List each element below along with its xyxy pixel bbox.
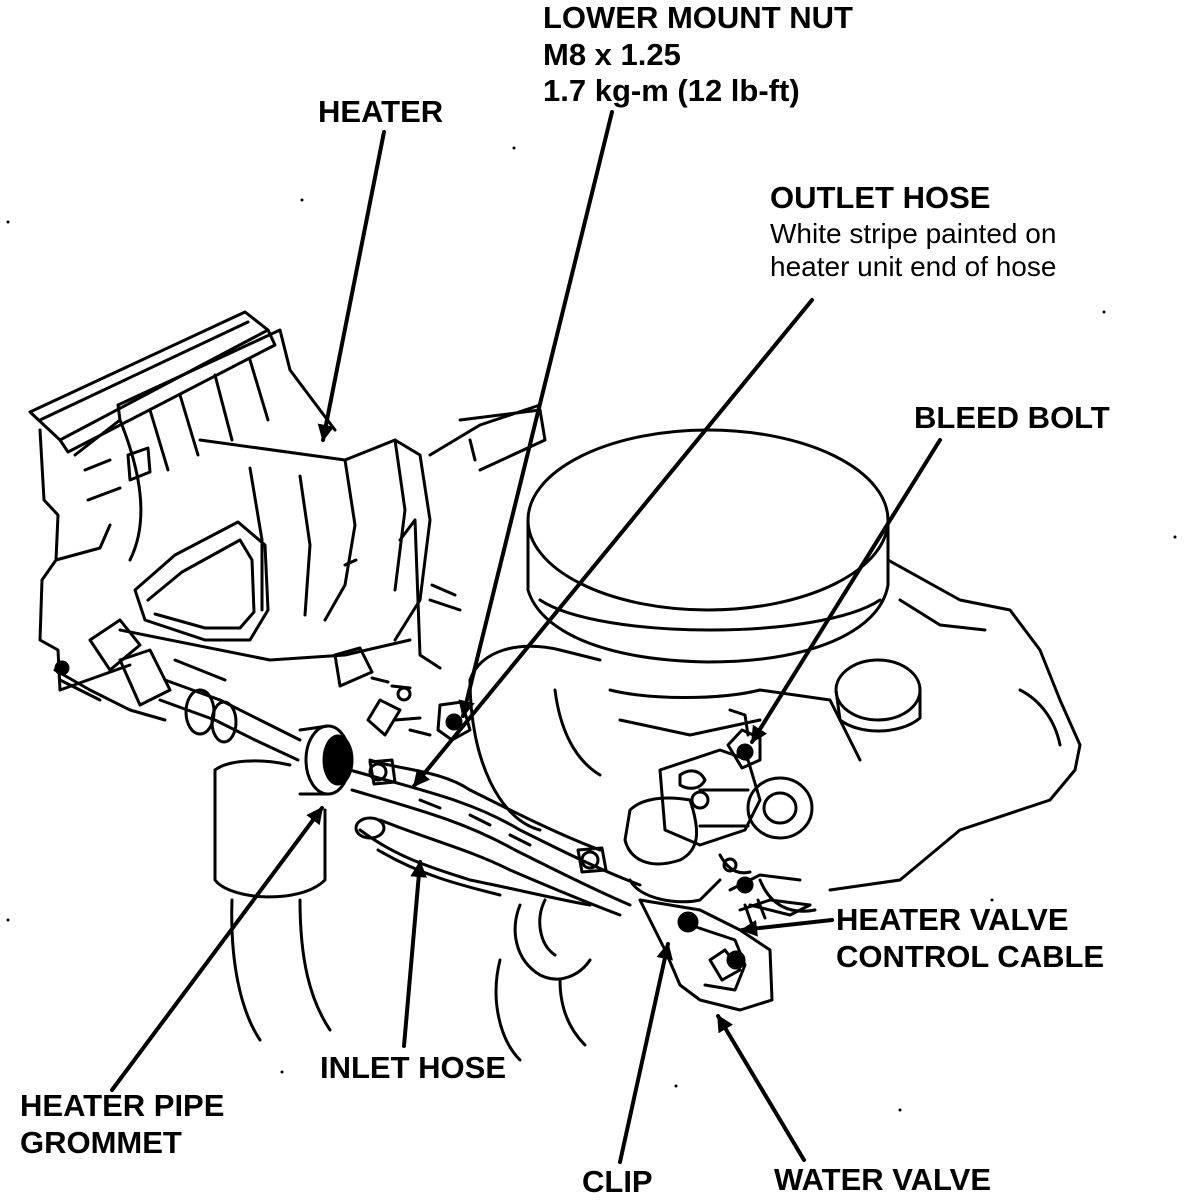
leader-clip: [618, 942, 673, 1164]
heater-title: HEATER: [318, 94, 444, 129]
heater-hoses: [53, 618, 812, 1062]
inlet-hose-title: INLET HOSE: [320, 1050, 507, 1085]
leader-water-valve: [716, 1014, 806, 1162]
heater-pipe-grommet-line2: GROMMET: [20, 1124, 182, 1160]
bleed-bolt-title: BLEED BOLT: [914, 400, 1110, 435]
lower-mount-nut-torque-spec: 1.7 kg-m (12 lb-ft): [543, 73, 800, 109]
label-lower-mount-nut: LOWER MOUNT NUT M8 x 1.25 1.7 kg-m (12 l…: [543, 0, 853, 110]
leader-bleed-bolt: [750, 438, 942, 744]
label-water-valve: WATER VALVE: [774, 1162, 991, 1199]
label-heater-pipe-grommet: HEATER PIPE GROMMET: [20, 1088, 224, 1161]
outlet-hose-note-line1: White stripe painted on: [770, 217, 1057, 249]
label-bleed-bolt: BLEED BOLT: [914, 400, 1110, 437]
leader-heater-valve-control-cable: [740, 918, 834, 937]
heater-unit: [28, 310, 542, 742]
leader-lower-mount-nut: [458, 110, 614, 718]
lower-mount-nut-title: LOWER MOUNT NUT: [543, 0, 853, 35]
leader-lines: [110, 110, 942, 1164]
label-heater-valve-control-cable: HEATER VALVE CONTROL CABLE: [836, 902, 1104, 975]
engine-air-cleaner: [458, 408, 1082, 917]
heater-valve-control-cable-line1: HEATER VALVE: [836, 902, 1069, 937]
label-outlet-hose: OUTLET HOSE White stripe painted on heat…: [770, 180, 1056, 283]
leader-outlet-hose: [412, 298, 814, 788]
label-clip: CLIP: [582, 1164, 653, 1201]
heater-pipe-grommet-line1: HEATER PIPE: [20, 1088, 225, 1123]
leader-heater: [317, 130, 386, 442]
scan-speckles: [6, 146, 1177, 1112]
lower-mount-nut-thread-spec: M8 x 1.25: [543, 36, 681, 72]
leader-heater-pipe-grommet: [110, 806, 324, 1092]
label-inlet-hose: INLET HOSE: [320, 1050, 506, 1087]
clip-title: CLIP: [582, 1164, 653, 1199]
label-heater: HEATER: [318, 94, 443, 131]
heater-valve-control-cable-line2: CONTROL CABLE: [836, 938, 1105, 974]
leader-inlet-hose: [402, 860, 428, 1048]
water-valve-title: WATER VALVE: [774, 1162, 991, 1197]
outlet-hose-title: OUTLET HOSE: [770, 180, 991, 215]
outlet-hose-note-line2: heater unit end of hose: [770, 250, 1057, 282]
